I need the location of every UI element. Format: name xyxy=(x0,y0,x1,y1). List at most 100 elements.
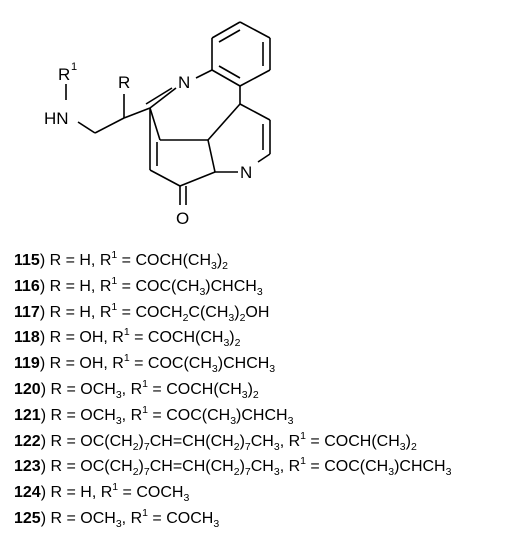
subscript: 2 xyxy=(182,311,189,324)
subscript: 3 xyxy=(287,414,294,427)
chemical-structure: N N O HN R 1 R xyxy=(44,21,271,228)
formula-text: ) R = OC(CH xyxy=(40,432,133,450)
superscript: 1 xyxy=(300,429,306,442)
subscript: 7 xyxy=(244,466,251,479)
subscript: 3 xyxy=(241,388,248,401)
r1-superscript: 1 xyxy=(71,61,77,73)
subscript: 3 xyxy=(199,285,206,298)
subscript: 3 xyxy=(223,337,230,350)
compound-number: 121 xyxy=(14,406,41,424)
subscript: 3 xyxy=(256,285,263,298)
subscript: 7 xyxy=(143,440,150,453)
formula-text: ) xyxy=(405,432,411,450)
superscript: 1 xyxy=(142,377,148,390)
compound-entry: 119) R = OH, R1 = COC(CH3)CHCH3 xyxy=(14,352,451,379)
formula-text: )CHCH xyxy=(236,406,288,424)
superscript: 1 xyxy=(111,249,118,261)
formula-text: ) R = H, R xyxy=(39,252,112,269)
carbonyl-oxygen: O xyxy=(176,209,189,228)
subscript: 3 xyxy=(115,388,122,401)
formula-text: = COCH(CH xyxy=(147,380,242,398)
formula-text: ) R = H, R xyxy=(39,303,112,321)
subscript: 2 xyxy=(239,311,246,324)
formula-text: ) xyxy=(234,303,240,321)
subscript: 2 xyxy=(222,260,229,272)
formula-text: , R xyxy=(279,432,301,450)
formula-text: = COCH xyxy=(117,303,183,321)
superscript: 1 xyxy=(300,455,306,468)
superscript: 1 xyxy=(123,326,130,339)
pyridine-nitrogen: N xyxy=(240,163,252,182)
formula-text: ) R = OH, R xyxy=(39,329,124,347)
compound-entry: 122) R = OC(CH2)7CH=CH(CH2)7CH3, R1 = CO… xyxy=(14,429,451,457)
subscript: 2 xyxy=(234,337,241,350)
superscript: 1 xyxy=(142,403,148,416)
formula-text: CH xyxy=(250,432,274,450)
compound-entry: 125) R = OCH3, R1 = COCH3 xyxy=(14,507,451,534)
subscript: 3 xyxy=(211,363,218,376)
formula-text: ) xyxy=(239,458,245,476)
formula-text: = COC(CH xyxy=(117,277,200,295)
superscript: 1 xyxy=(112,481,119,494)
compound-number: 115 xyxy=(14,252,40,269)
formula-text: = COCH xyxy=(147,509,214,527)
compound-number: 124 xyxy=(14,484,41,502)
formula-text: )CHCH xyxy=(205,277,257,295)
formula-text: ) xyxy=(247,380,253,398)
compound-entry: 117) R = H, R1 = COCH2C(CH3)2OH xyxy=(14,300,451,328)
formula-text: = COC(CH xyxy=(129,355,212,373)
compound-number: 125 xyxy=(14,509,41,527)
formula-text: CH=CH(CH xyxy=(149,458,234,476)
formula-text: , R xyxy=(121,509,143,527)
formula-text: ) xyxy=(138,458,144,476)
formula-text: ) R = OH, R xyxy=(39,355,124,373)
acridine-ring xyxy=(145,69,241,141)
superscript: 1 xyxy=(111,274,118,287)
subscript: 3 xyxy=(273,466,280,479)
subscript: 3 xyxy=(115,517,122,530)
subscript: 2 xyxy=(252,388,259,401)
formula-text: , R xyxy=(121,380,143,398)
formula-text: = COC(CH xyxy=(305,458,389,476)
compound-number: 120 xyxy=(14,380,41,398)
subscript: 3 xyxy=(269,363,276,376)
formula-text: ) xyxy=(239,432,245,450)
subscript: 2 xyxy=(132,440,139,453)
amine-label: HN xyxy=(44,109,69,128)
formula-text: , R xyxy=(121,406,143,424)
subscript: 3 xyxy=(273,440,280,453)
enone-ring xyxy=(149,108,216,205)
formula-text: ) R = OCH xyxy=(40,406,116,424)
formula-text: ) R = OCH xyxy=(40,380,116,398)
compound-entry: 120) R = OCH3, R1 = COCH(CH3)2 xyxy=(14,377,451,405)
subscript: 7 xyxy=(244,440,251,453)
formula-text: = COC(CH xyxy=(147,406,231,424)
formula-text: OH xyxy=(245,303,270,321)
formula-text: C(CH xyxy=(188,303,229,321)
compound-number: 116 xyxy=(14,277,40,295)
compound-entry: 121) R = OCH3, R1 = COC(CH3)CHCH3 xyxy=(14,403,451,431)
formula-text: ) xyxy=(229,329,235,347)
side-chain xyxy=(65,84,151,134)
acridine-nitrogen: N xyxy=(178,73,190,92)
compound-entry: 115) R = H, R1 = COCH(CH3)2 xyxy=(14,249,451,276)
subscript: 3 xyxy=(211,260,217,272)
formula-text: )CHCH xyxy=(217,355,270,373)
subscript: 3 xyxy=(115,414,122,427)
formula-text: = COCH(CH xyxy=(117,252,211,269)
benzene-ring xyxy=(211,21,271,87)
subscript: 2 xyxy=(410,440,417,453)
formula-text: ) xyxy=(138,432,144,450)
formula-text: ) R = H, R xyxy=(40,484,113,502)
subscript: 3 xyxy=(213,517,220,530)
formula-text: = COCH(CH xyxy=(305,432,400,450)
subscript: 3 xyxy=(445,466,452,479)
formula-text: CH xyxy=(250,458,274,476)
subscript: 2 xyxy=(233,466,240,479)
compound-number: 118 xyxy=(14,329,40,347)
subscript: 2 xyxy=(132,466,139,479)
superscript: 1 xyxy=(111,300,118,313)
subscript: 7 xyxy=(143,466,150,479)
subscript: 2 xyxy=(233,440,240,453)
